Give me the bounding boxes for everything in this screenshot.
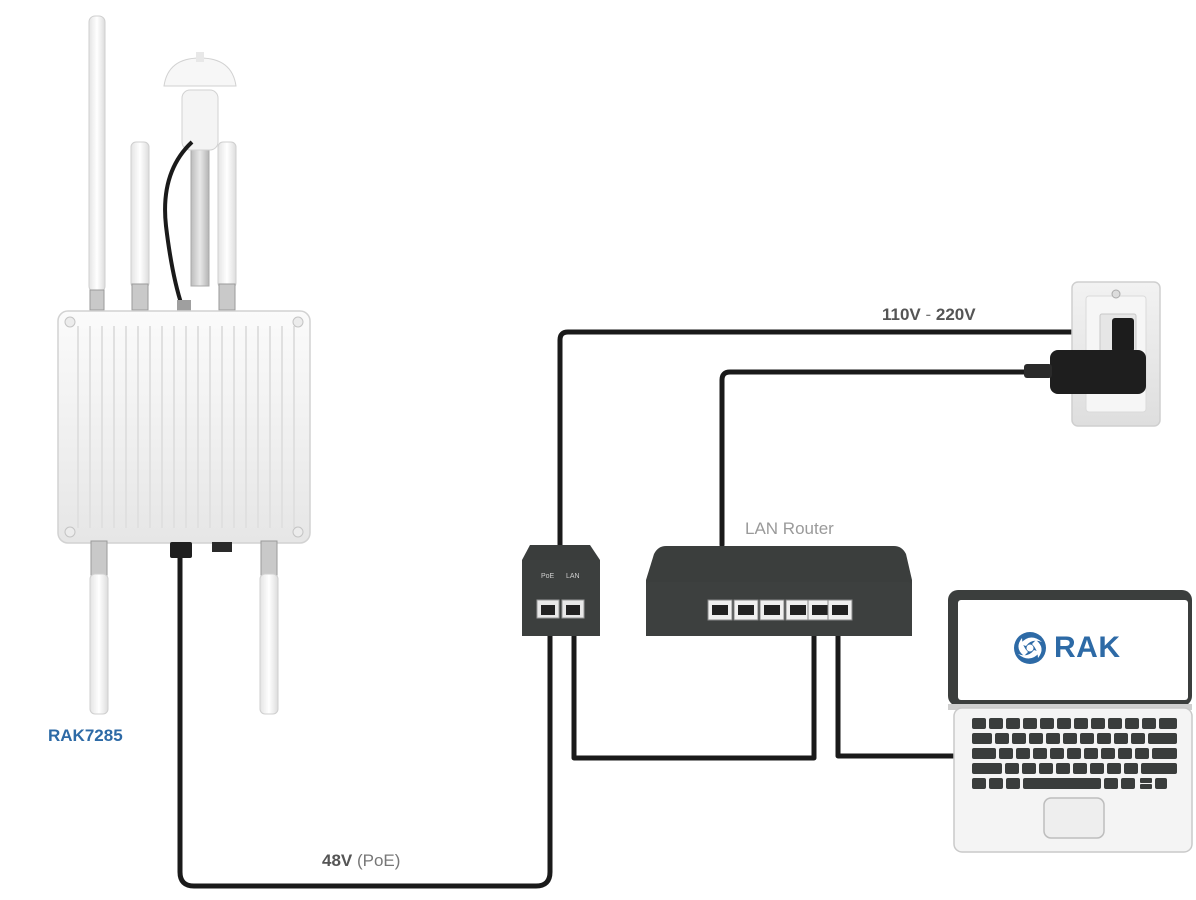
antenna-short-left: [130, 141, 150, 311]
gps-cable: [163, 140, 194, 307]
gps-antenna: [163, 52, 237, 312]
lan-cable-injector-router: [571, 615, 817, 761]
gateway-fins: [77, 326, 295, 528]
outlet-screw-icon: [1111, 289, 1121, 299]
gateway-label: RAK7285: [48, 726, 123, 745]
lan-router: [646, 546, 912, 636]
injector-port-label-poe: PoE: [541, 573, 555, 580]
laptop-screen: [958, 600, 1188, 700]
mains-plug: [1112, 318, 1134, 352]
lan-cable-router-laptop: [835, 615, 961, 759]
gateway-screws: [64, 316, 304, 538]
mains-voltage-sep: -: [920, 305, 936, 324]
wall-outlet: [1024, 281, 1161, 427]
laptop: [948, 590, 1193, 853]
rak-logo-text: RAK: [1054, 631, 1121, 664]
antenna-tall: [88, 15, 106, 311]
mains-voltage-high: 220V: [935, 305, 976, 324]
mains-voltage-low: 110V: [882, 305, 921, 324]
gateway-eth-port: [170, 542, 192, 558]
antenna-bottom-right: [259, 540, 279, 715]
mains-cable-injector: [557, 329, 1119, 548]
poe-cable: [177, 553, 553, 889]
antenna-short-right: [217, 141, 237, 311]
laptop-trackpad[interactable]: [1043, 797, 1105, 839]
poe-voltage-label: 48V (PoE): [322, 852, 400, 869]
injector-port-label-lan: LAN: [566, 573, 580, 580]
cables: [177, 329, 1119, 889]
gateway-device: [57, 15, 311, 715]
rak-logo-icon: [1014, 632, 1046, 664]
router-ports: [707, 599, 853, 621]
antenna-bottom-left: [89, 540, 109, 715]
power-adapter: [1050, 350, 1146, 394]
router-label: LAN Router: [745, 519, 834, 538]
poe-injector: PoE LAN: [522, 545, 600, 636]
poe-voltage-suffix: (PoE): [352, 851, 401, 870]
laptop-keyboard: [972, 718, 1177, 789]
gateway-enclosure: [57, 310, 311, 544]
gateway-aux-port: [212, 542, 232, 552]
mains-voltage-label: 110V - 220V: [882, 306, 976, 323]
poe-voltage-value: 48V: [322, 851, 353, 870]
router-power-cable: [719, 369, 1029, 548]
